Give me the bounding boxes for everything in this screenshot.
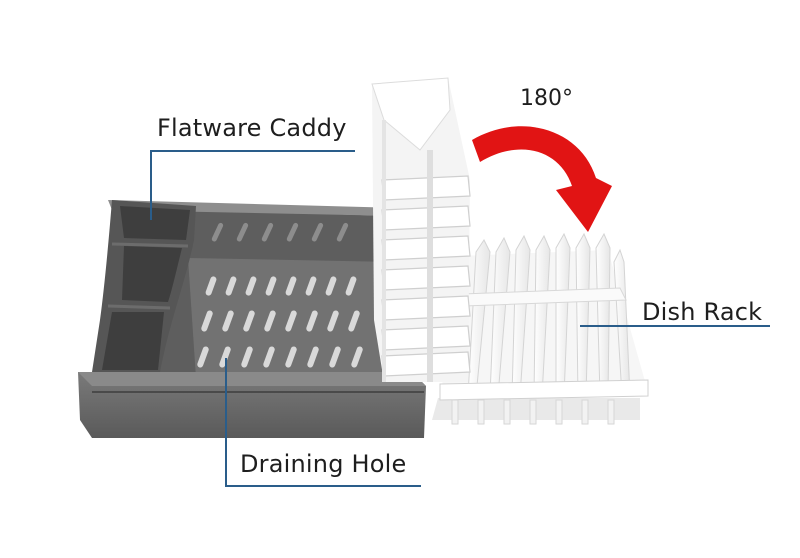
dish-rack-callout-line <box>580 325 770 327</box>
dish-rack-upright <box>371 77 471 382</box>
draining-hole-pointer-line <box>225 358 227 486</box>
dish-rack-label: Dish Rack <box>642 298 763 326</box>
flatware-caddy-pointer-line <box>150 150 152 220</box>
draining-holes <box>197 276 363 368</box>
draining-hole-callout-line <box>225 485 421 487</box>
rotation-arrow-icon <box>472 126 612 232</box>
rotation-label: 180° <box>520 86 573 111</box>
flatware-caddy-label: Flatware Caddy <box>157 114 347 142</box>
draining-hole-label: Draining Hole <box>240 450 407 478</box>
flatware-caddy-callout-line <box>150 150 355 152</box>
flatware-caddy <box>92 200 196 372</box>
